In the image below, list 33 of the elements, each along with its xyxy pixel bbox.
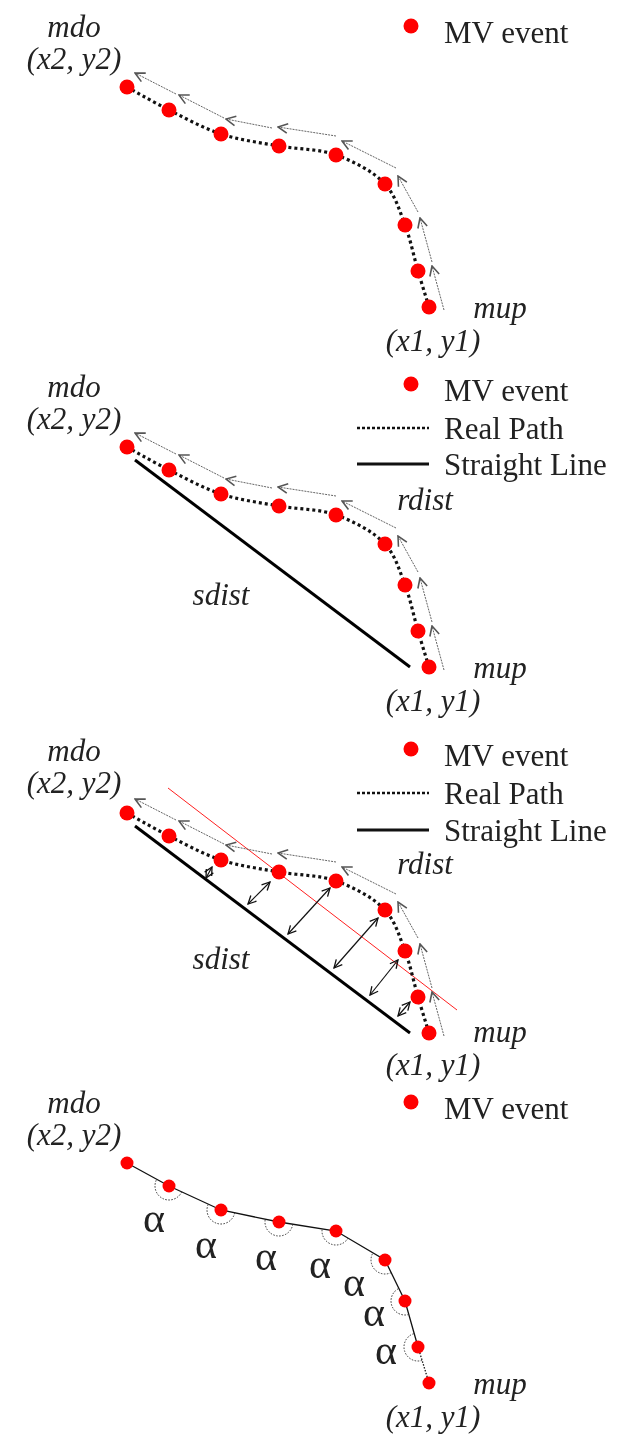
italic-label: (x1, y1) [385, 1400, 481, 1432]
legend-label: MV event [444, 1092, 569, 1124]
italic-label: (x2, y2) [26, 1118, 122, 1150]
italic-label: rdist [397, 483, 453, 515]
italic-label: mup [473, 651, 527, 683]
italic-label: sdist [192, 578, 250, 610]
italic-label: mdo [47, 370, 101, 402]
italic-label: mup [473, 1367, 527, 1399]
italic-label: sdist [192, 942, 250, 974]
legend-label: MV event [444, 16, 569, 48]
legend-label: Straight Line [444, 814, 607, 846]
italic-label: mdo [47, 10, 101, 42]
angle-symbol: α [143, 1197, 165, 1239]
angle-symbol: α [195, 1223, 217, 1265]
italic-label: mdo [47, 734, 101, 766]
italic-label: mdo [47, 1086, 101, 1118]
italic-label: (x1, y1) [385, 1048, 481, 1080]
italic-label: (x2, y2) [26, 766, 122, 798]
italic-label: (x2, y2) [26, 42, 122, 74]
italic-label: mup [473, 1015, 527, 1047]
angle-symbol: α [255, 1235, 277, 1277]
legend-label: Real Path [444, 412, 564, 444]
italic-label: (x1, y1) [385, 324, 481, 356]
legend-label: Real Path [444, 777, 564, 809]
italic-label: rdist [397, 847, 453, 879]
legend-label: Straight Line [444, 448, 607, 480]
legend-label: MV event [444, 739, 569, 771]
italic-label: (x2, y2) [26, 402, 122, 434]
italic-label: (x1, y1) [385, 684, 481, 716]
legend-label: MV event [444, 374, 569, 406]
italic-label: mup [473, 291, 527, 323]
angle-symbol: α [309, 1243, 331, 1285]
angle-symbol: α [343, 1261, 365, 1303]
